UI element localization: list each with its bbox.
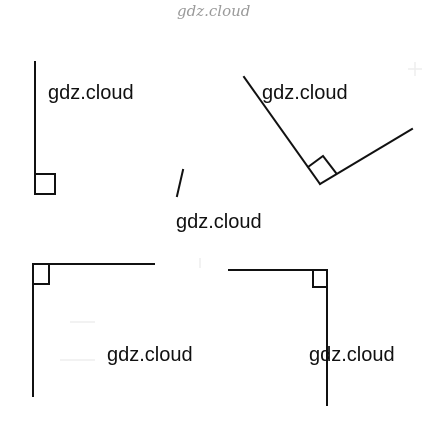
right-angle-marker bbox=[312, 269, 328, 288]
label-top-left: gdz.cloud bbox=[48, 82, 134, 104]
right-angle-marker bbox=[34, 173, 56, 195]
right-angle-marker bbox=[32, 263, 50, 285]
tilted-segment bbox=[175, 168, 185, 198]
figure-right-angle-bottom-left bbox=[32, 263, 155, 397]
figure-tilted-segment bbox=[175, 168, 185, 198]
background-artifacts bbox=[60, 62, 422, 361]
watermark-text: gdz.cloud bbox=[177, 2, 250, 20]
label-bottom-left: gdz.cloud bbox=[107, 344, 193, 366]
ray-one bbox=[242, 75, 322, 186]
label-bottom-right: gdz.cloud bbox=[309, 344, 395, 366]
label-top-right: gdz.cloud bbox=[262, 82, 348, 104]
figure-right-angle-bottom-right bbox=[228, 269, 328, 406]
figure-right-angle-top-left bbox=[34, 61, 56, 195]
label-center: gdz.cloud bbox=[176, 211, 262, 233]
ray-two bbox=[318, 127, 414, 186]
right-angle-marker-slanted bbox=[306, 154, 338, 175]
figure-right-angle-slanted bbox=[242, 75, 414, 186]
